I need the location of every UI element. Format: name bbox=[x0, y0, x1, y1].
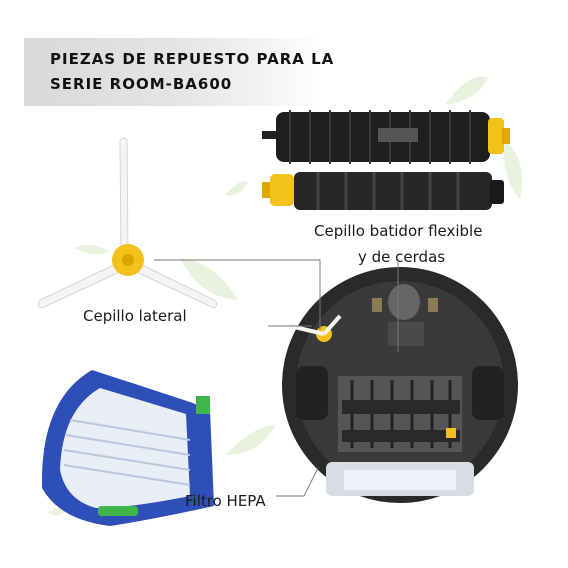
bristle-brush bbox=[262, 110, 510, 164]
flexible-beater-brush bbox=[262, 172, 504, 210]
leaf-icon bbox=[48, 507, 66, 516]
hepa-filter bbox=[41, 370, 214, 526]
title-line-2: SERIE ROOM-BA600 bbox=[50, 75, 233, 93]
leaf-icon bbox=[504, 140, 523, 200]
leaf-icon bbox=[445, 76, 488, 105]
callout-lines bbox=[154, 259, 399, 497]
title-banner bbox=[24, 38, 324, 106]
leaf-icon bbox=[225, 181, 248, 196]
leaf-icon bbox=[74, 244, 110, 255]
leaf-icon bbox=[180, 258, 238, 300]
hepa-filter-label: Filtro HEPA bbox=[185, 492, 266, 510]
title-line-1: PIEZAS DE REPUESTO PARA LA bbox=[50, 50, 335, 68]
brush-label-line-1: Cepillo batidor flexible bbox=[314, 222, 483, 240]
side-brush-label: Cepillo lateral bbox=[83, 307, 187, 325]
side-brush bbox=[37, 137, 218, 309]
leaf-decorations bbox=[48, 76, 523, 516]
leaf-icon bbox=[225, 425, 275, 455]
brush-label-line-2: y de cerdas bbox=[358, 248, 446, 266]
robot-vacuum-underside bbox=[282, 267, 518, 503]
